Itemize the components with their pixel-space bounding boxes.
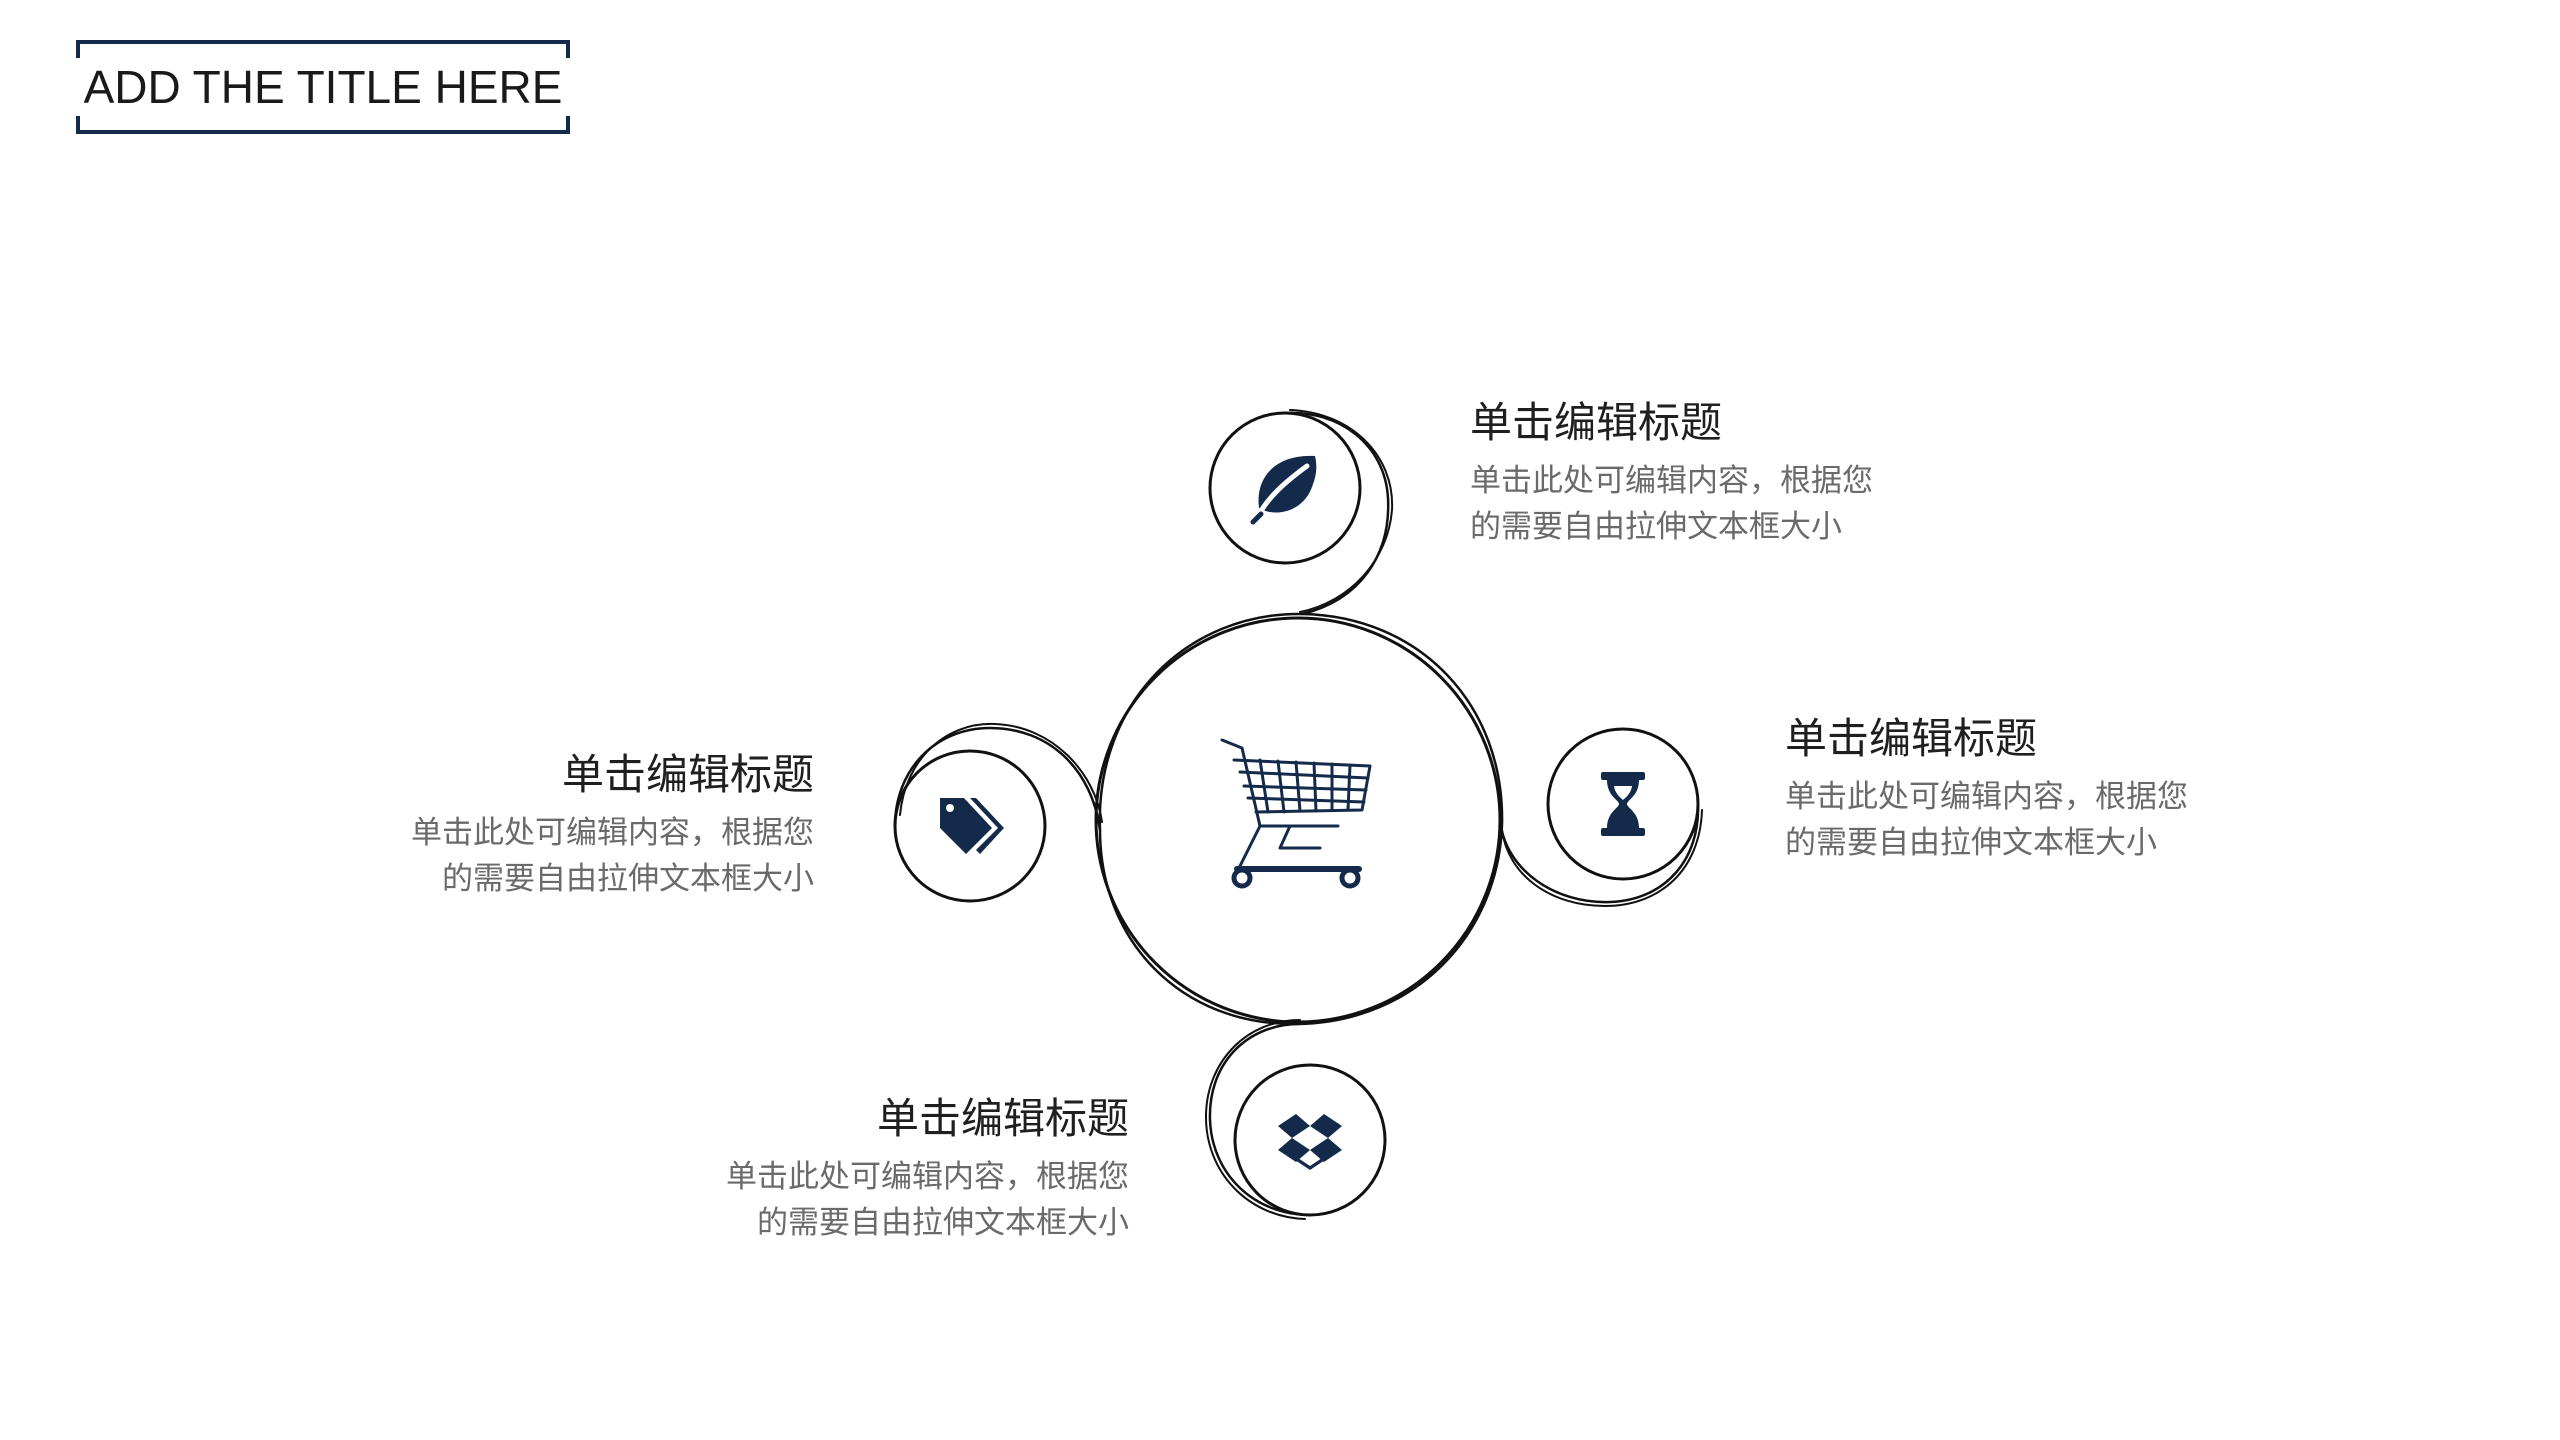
bottom-swirl [1208, 1022, 1312, 1217]
item-bottom-heading[interactable]: 单击编辑标题 [876, 1094, 1129, 1143]
item-top-body[interactable]: 单击此处可编辑内容，根据您 的需要自由拉伸文本框大小 [1470, 458, 1910, 550]
item-right-text: 单击编辑标题 单击此处可编辑内容，根据您 的需要自由拉伸文本框大小 [1785, 712, 2225, 866]
item-right-body-line2: 的需要自由拉伸文本框大小 [1785, 825, 2157, 861]
item-left-text: 单击编辑标题 单击此处可编辑内容，根据您 的需要自由拉伸文本框大小 [374, 748, 814, 902]
shopping-cart-icon [1220, 738, 1372, 889]
center-circle [1094, 616, 1502, 1024]
title-bracket-top [76, 40, 570, 58]
hourglass-icon [1601, 772, 1645, 836]
item-right-heading[interactable]: 单击编辑标题 [1785, 714, 2038, 763]
right-swirl [1498, 802, 1700, 904]
item-left-body-line2: 的需要自由拉伸文本框大小 [442, 861, 814, 897]
item-bottom-body-line2: 的需要自由拉伸文本框大小 [757, 1205, 1129, 1241]
dropbox-icon [1278, 1114, 1342, 1170]
item-bottom-body[interactable]: 单击此处可编辑内容，根据您 的需要自由拉伸文本框大小 [689, 1154, 1129, 1246]
item-right-body-line1: 单击此处可编辑内容，根据您 [1785, 779, 2188, 815]
item-left-body-line1: 单击此处可编辑内容，根据您 [411, 815, 814, 851]
title-bracket-bottom [76, 116, 570, 134]
item-left-body[interactable]: 单击此处可编辑内容，根据您 的需要自由拉伸文本框大小 [374, 810, 814, 902]
left-swirl [893, 726, 1102, 832]
item-bottom-body-line1: 单击此处可编辑内容，根据您 [726, 1159, 1129, 1195]
item-left-heading[interactable]: 单击编辑标题 [561, 750, 814, 799]
tags-icon [940, 798, 1004, 854]
center-circle-sketch [1098, 612, 1504, 1026]
item-top-text: 单击编辑标题 单击此处可编辑内容，根据您 的需要自由拉伸文本框大小 [1470, 396, 1910, 550]
top-swirl [1283, 411, 1390, 616]
bottom-satellite-circle [1233, 1063, 1387, 1217]
item-top-heading[interactable]: 单击编辑标题 [1470, 398, 1723, 447]
item-top-body-line1: 单击此处可编辑内容，根据您 [1470, 463, 1873, 499]
item-bottom-text: 单击编辑标题 单击此处可编辑内容，根据您 的需要自由拉伸文本框大小 [689, 1092, 1129, 1246]
leaf-icon [1250, 455, 1317, 525]
slide-title[interactable]: ADD THE TITLE HERE [83, 61, 563, 113]
item-top-body-line2: 的需要自由拉伸文本框大小 [1470, 509, 1842, 545]
slide-title-box: ADD THE TITLE HERE [76, 40, 570, 134]
item-right-body[interactable]: 单击此处可编辑内容，根据您 的需要自由拉伸文本框大小 [1785, 774, 2225, 866]
